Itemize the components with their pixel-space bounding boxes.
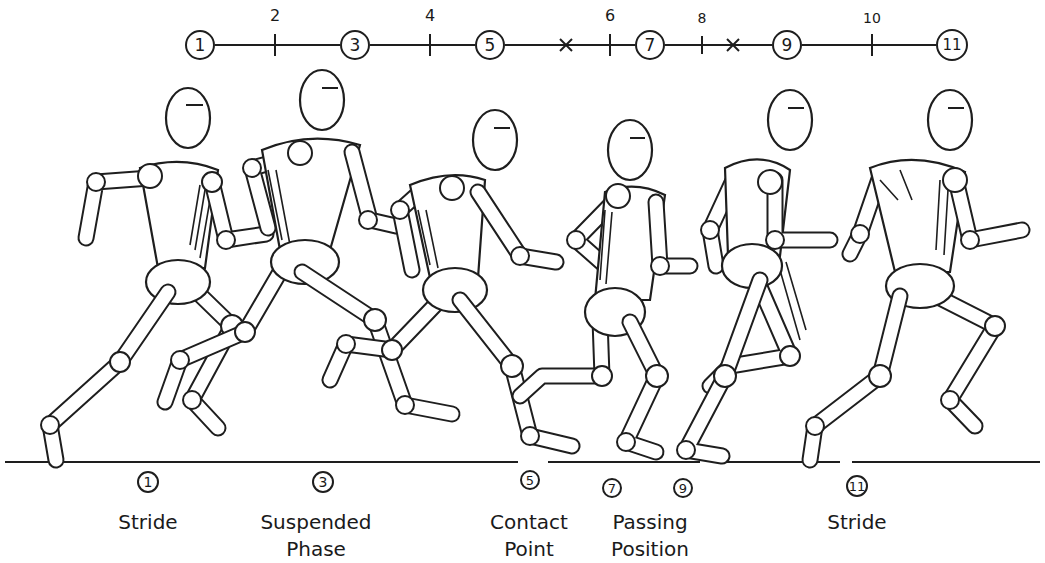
frame-callout-circle: 3	[312, 471, 334, 493]
frame-number: 11	[849, 480, 866, 493]
timeline-frame-circle: 9	[772, 30, 802, 60]
timeline-frame-circle: 1	[185, 30, 215, 60]
phase-label: Contact Point	[484, 509, 574, 563]
figure-suspended	[165, 70, 452, 414]
tick-number: 4	[415, 6, 445, 26]
frame-callout-circle: 9	[673, 478, 693, 498]
frame-number: 1	[195, 37, 206, 54]
figure-stride-end	[806, 90, 1022, 460]
phase-label: Stride	[88, 509, 208, 536]
figure-passing	[520, 120, 690, 452]
figure-passing-late	[677, 90, 830, 459]
timeline-line	[370, 45, 475, 46]
frame-number: 5	[485, 37, 496, 54]
frame-number: 7	[645, 37, 656, 54]
frame-number: 3	[350, 37, 361, 54]
frame-number: 1	[144, 475, 153, 489]
frame-number: 5	[526, 474, 534, 487]
timeline-line	[802, 45, 936, 46]
timeline-line	[215, 45, 340, 46]
frame-number: 9	[679, 482, 687, 495]
frame-number: 3	[319, 475, 328, 489]
tick-number: 6	[595, 6, 625, 26]
tick-number: 10	[857, 8, 887, 28]
phase-label: Stride	[797, 509, 917, 536]
timeline-frame-circle: 11	[936, 29, 968, 61]
timeline-frame-circle: 3	[340, 30, 370, 60]
timeline-frame-circle: 5	[475, 30, 505, 60]
frame-number: 9	[782, 37, 793, 54]
phase-label: Passing Position	[605, 509, 695, 563]
frame-callout-circle: 7	[602, 478, 622, 498]
frame-number: 7	[608, 482, 616, 495]
figure-contact	[330, 110, 572, 446]
timeline-line	[665, 45, 772, 46]
frame-number: 11	[942, 38, 961, 53]
frame-callout-circle: 11	[846, 475, 868, 497]
phase-label: Suspended Phase	[256, 509, 376, 563]
timeline-frame-circle: 7	[635, 30, 665, 60]
tick-number: 2	[260, 6, 290, 26]
frame-callout-circle: 1	[137, 471, 159, 493]
figure-stride	[41, 88, 266, 460]
tick-number: 8	[687, 8, 717, 28]
frame-callout-circle: 5	[520, 470, 540, 490]
timeline-line	[505, 45, 635, 46]
